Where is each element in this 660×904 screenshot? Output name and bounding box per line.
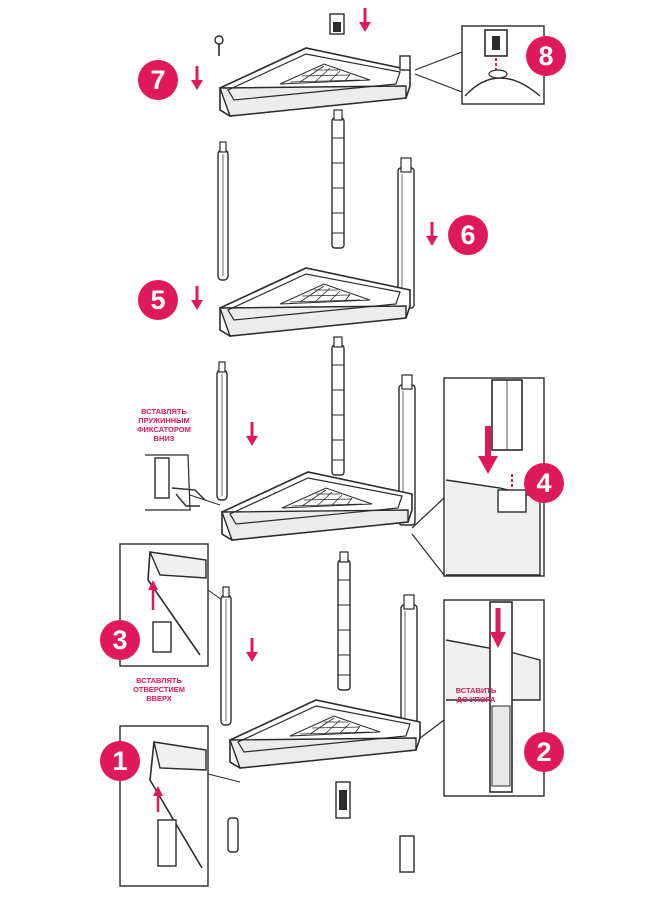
clip-part [399, 55, 411, 71]
shelf-level-5 [219, 267, 411, 337]
down-arrow-icon [357, 6, 373, 34]
rod-middle-level-4 [331, 336, 345, 476]
step-badge-2: 2 [524, 732, 564, 772]
detail-8-callout [414, 25, 545, 105]
shelf-bottom [229, 699, 421, 769]
rod-middle-level-3 [337, 551, 351, 691]
bottom-foot-right [399, 835, 415, 873]
step-badge-8: 8 [526, 36, 566, 76]
rod-right-level-6 [397, 157, 415, 309]
detail-4-callout [411, 377, 545, 577]
bottom-foot-left [227, 817, 239, 853]
rod-left-level-6 [217, 141, 229, 281]
step-badge-6: 6 [448, 215, 488, 255]
step-badge-4: 4 [524, 463, 564, 503]
detail-1-inset [119, 725, 241, 887]
detail-2-callout [414, 599, 545, 797]
down-arrow-icon [244, 636, 260, 664]
bottom-foot-middle [335, 781, 351, 819]
shelf-level-4 [221, 471, 413, 541]
note-spring-lock-down: ВСТАВЛЯТЬ ПРУЖИННЫМ ФИКСАТОРОМ ВНИЗ [137, 407, 191, 443]
spring-lock-inset [145, 454, 221, 511]
shelf-top [219, 47, 411, 117]
down-arrow-icon [424, 220, 440, 248]
screw-part [214, 35, 224, 56]
note-insert-to-stop: ВСТАВИТЬ ДО УПОРА [455, 686, 497, 704]
top-cap-part [329, 13, 345, 35]
step-badge-5: 5 [138, 280, 178, 320]
rod-left-level-4 [216, 361, 228, 501]
step-badge-7: 7 [138, 60, 178, 100]
note-hole-up: ВСТАВЛЯТЬ ОТВЕРСТИЕМ ВВЕРХ [132, 676, 186, 703]
step-badge-3: 3 [100, 620, 140, 660]
rod-left-level-3 [220, 586, 232, 726]
step-badge-1: 1 [100, 741, 140, 781]
down-arrow-icon [244, 420, 260, 448]
down-arrow-icon [189, 64, 205, 92]
down-arrow-icon [189, 284, 205, 312]
rod-middle-level-6 [331, 109, 345, 249]
